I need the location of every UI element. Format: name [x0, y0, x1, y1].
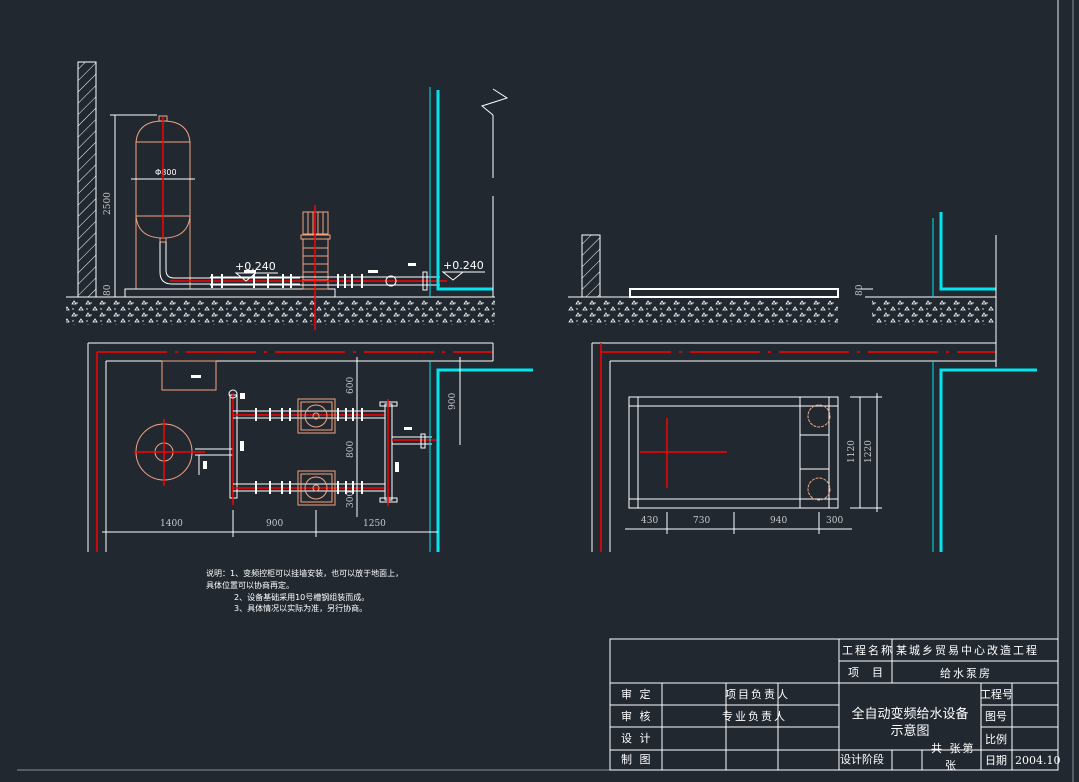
drawing-title-line-1: 全自动变频给水设备	[851, 706, 968, 722]
dim-outlet-900: 900	[448, 393, 458, 410]
equipment-base-frame	[628, 396, 839, 509]
dim-300-right: 300	[826, 516, 843, 526]
dim-1220: 1220	[864, 440, 874, 463]
dim-600: 600	[346, 377, 356, 394]
elevation-mark-2: +0.240	[441, 259, 485, 281]
notes: 说明：1、变频控柜可以挂墙安装，也可以放于地面上， 具体位置可以协商再定。 2、…	[206, 568, 403, 613]
pump-branches	[233, 408, 385, 494]
review-label: 审 核	[621, 709, 653, 723]
discipline-lead-label: 专业负责人	[722, 709, 787, 723]
elevation-mark-1: +0.240	[234, 260, 278, 282]
project-no-label: 工程号	[980, 688, 1013, 701]
left-elevation-view: 2500 80 Φ800	[66, 61, 509, 330]
dim-900: 900	[266, 519, 283, 529]
project-name: 某城乡贸易中心改造工程	[896, 643, 1039, 657]
dim-730: 730	[693, 516, 710, 526]
wall-hatch	[77, 61, 97, 298]
dim-1400: 1400	[160, 519, 183, 529]
dim-940: 940	[770, 516, 787, 526]
dim-300: 300	[346, 491, 356, 508]
sheet-frame	[17, 0, 1074, 782]
valves-elevation	[211, 274, 363, 288]
break-line	[480, 88, 509, 116]
dim-1250: 1250	[363, 519, 386, 529]
title-block: 工程名称 某城乡贸易中心改造工程 项 目 给水泵房 审 定 审 核 设 计 制 …	[609, 638, 1061, 772]
sheet-count-label-2: 张	[945, 759, 958, 772]
dim-base-height: 80	[103, 284, 113, 296]
tank-plan	[134, 419, 205, 486]
sheet-count-label: 共 张第	[931, 741, 976, 755]
drawing-title-line-2: 示意图	[890, 723, 929, 739]
item-value: 给水泵房	[940, 667, 992, 680]
svg-text:+0.240: +0.240	[443, 259, 484, 272]
dim-1120: 1120	[847, 440, 857, 463]
design-stage-label: 设计阶段	[840, 752, 884, 766]
note-line-4: 3、具体情况以实际为准，另行协商。	[234, 603, 367, 613]
note-line-3: 2、设备基础采用10号槽钢组装而成。	[234, 592, 369, 602]
dim-800: 800	[346, 441, 356, 458]
item-label: 项 目	[848, 666, 885, 679]
pressure-tank: Φ800	[131, 115, 195, 289]
right-elevation-view: 80	[568, 212, 997, 325]
project-name-label: 工程名称	[842, 643, 894, 657]
design-label: 设 计	[621, 732, 653, 745]
drawing-no-label: 图号	[985, 710, 1007, 723]
date-label: 日期	[985, 754, 1007, 767]
pump-plan-2	[297, 470, 336, 506]
draw-label: 制 图	[621, 753, 653, 766]
dim-base-height-right: 80	[855, 284, 865, 296]
right-plan-view: 430 730 940 300 1120 1220	[591, 235, 1037, 552]
note-line-2: 具体位置可以协商再定。	[206, 580, 294, 590]
scale-label: 比例	[985, 732, 1007, 746]
note-line-1: 说明：1、变频控柜可以挂墙安装，也可以放于地面上，	[206, 568, 403, 578]
left-plan-view: 1400 900 1250 600 800 300 900	[87, 342, 533, 552]
pump-elevation	[300, 205, 331, 330]
pump-plan-1	[297, 398, 336, 434]
project-lead-label: 项目负责人	[725, 687, 790, 701]
svg-text:+0.240: +0.240	[235, 260, 276, 273]
dim-tank-height: 2500	[103, 192, 113, 215]
tank-diameter-label: Φ800	[155, 168, 177, 177]
date-value: 2004.10	[1015, 754, 1061, 767]
approve-label: 审 定	[621, 687, 653, 701]
ground-gravel	[66, 299, 495, 325]
dim-430: 430	[641, 516, 658, 526]
control-cabinet	[161, 360, 217, 391]
